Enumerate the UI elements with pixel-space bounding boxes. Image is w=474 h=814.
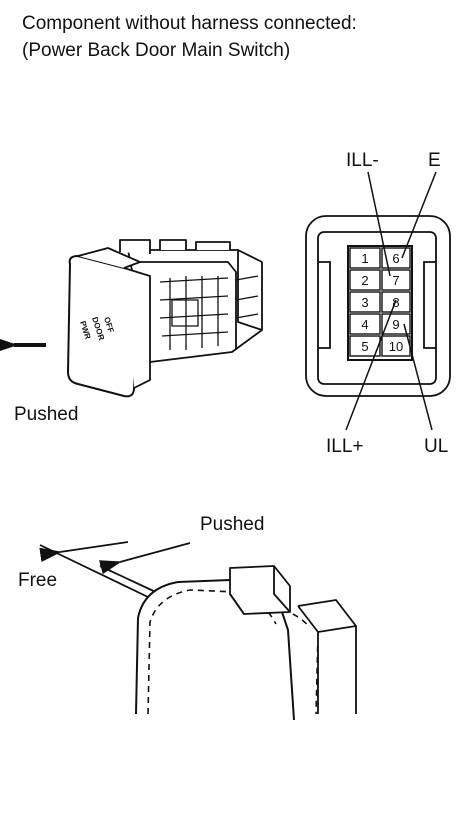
leader-ill-minus xyxy=(367,171,391,277)
leader-ul xyxy=(403,323,433,431)
side-pushed-label: Pushed xyxy=(200,514,264,535)
pushed-label: Pushed xyxy=(14,404,78,425)
pin-number: 3 xyxy=(361,295,368,310)
switch-illustration xyxy=(0,239,263,398)
pushed-arrow xyxy=(99,542,191,575)
free-arrow xyxy=(39,541,129,563)
side-view xyxy=(39,541,357,721)
pushed-line xyxy=(99,565,161,595)
leader-e xyxy=(401,171,437,259)
title-line-1: Component without harness connected: xyxy=(22,13,357,34)
side-free-label: Free xyxy=(18,570,57,591)
pin-cell-5 xyxy=(349,335,381,357)
pin-numbers: 1 6 2 7 3 8 4 9 5 10 xyxy=(361,251,403,354)
title-line-2: (Power Back Door Main Switch) xyxy=(22,40,291,61)
diagram-title: Component without harness connected: (Po… xyxy=(22,10,357,64)
label-ill-plus: ILL+ xyxy=(326,436,364,457)
pin-number: 10 xyxy=(389,339,403,354)
pin-number: 4 xyxy=(361,317,368,332)
pin-number: 5 xyxy=(361,339,368,354)
pin-cell-2 xyxy=(349,269,381,291)
label-ill-minus: ILL- xyxy=(346,150,379,171)
pin-cell-3 xyxy=(349,291,381,313)
label-ul: UL xyxy=(424,436,448,457)
pin-number: 6 xyxy=(392,251,399,266)
label-e: E xyxy=(428,150,441,171)
pin-number: 8 xyxy=(392,295,399,310)
pin-number: 2 xyxy=(361,273,368,288)
leader-ill-plus xyxy=(345,299,397,431)
pin-cell-4 xyxy=(349,313,381,335)
pin-cell-1 xyxy=(349,247,381,269)
pin-number: 9 xyxy=(392,317,399,332)
pin-cell-7 xyxy=(381,269,411,291)
pin-number: 7 xyxy=(392,273,399,288)
pin-number: 1 xyxy=(361,251,368,266)
pin-cell-6 xyxy=(381,247,411,269)
leader-lines xyxy=(345,171,437,431)
